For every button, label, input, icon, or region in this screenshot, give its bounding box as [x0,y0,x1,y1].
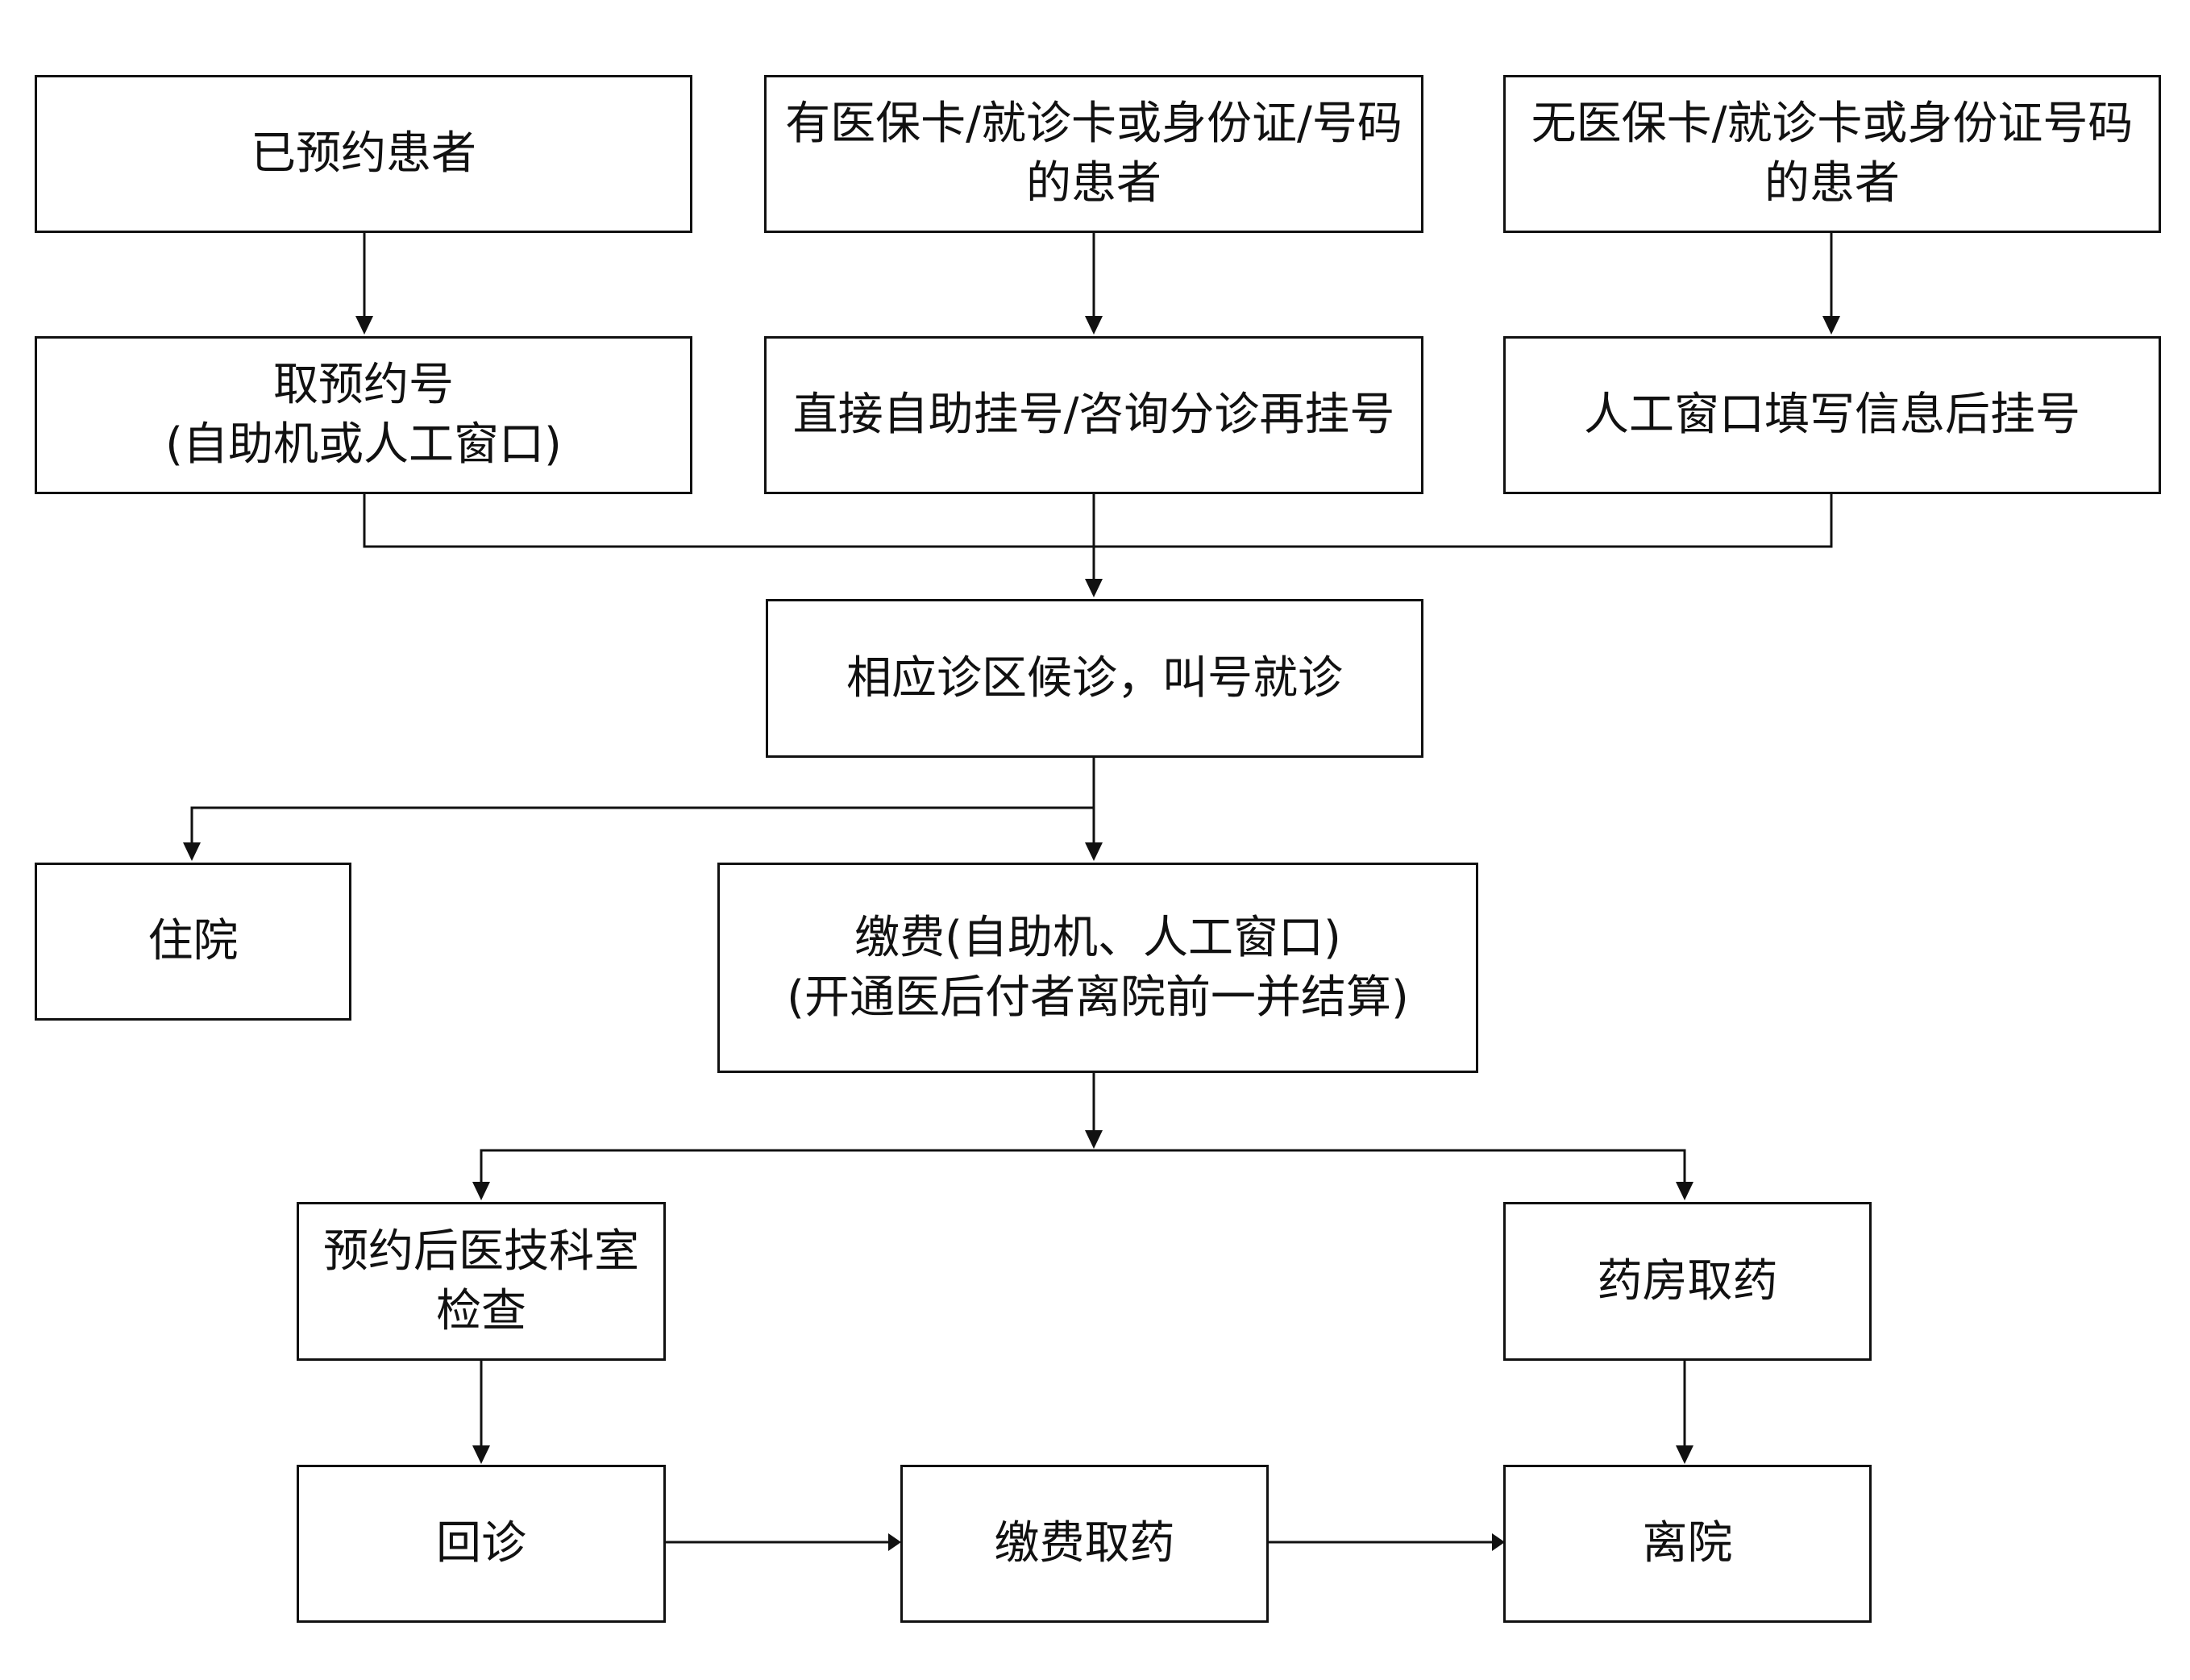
node-revisit: 回诊 [297,1465,666,1623]
node-leave-hospital: 离院 [1503,1465,1872,1623]
arrowhead [1085,842,1103,861]
arrowhead [1492,1533,1505,1551]
arrowhead [183,842,201,861]
node-pay-get-medicine: 缴费取药 [900,1465,1269,1623]
node-medtech-exam: 预约后医技科室 检查 [297,1202,666,1361]
arrowhead [1085,316,1103,335]
node-wait-consult: 相应诊区候诊，叫号就诊 [766,599,1423,758]
split-line [480,1149,1686,1185]
node-get-booked-number: 取预约号 (自助机或人工窗口) [35,336,692,494]
node-manual-register: 人工窗口填写信息后挂号 [1503,336,2161,494]
node-booked-patient: 已预约患者 [35,75,692,233]
arrowhead [472,1445,490,1464]
node-without-card-patient: 无医保卡/就诊卡或身份证号码 的患者 [1503,75,2161,233]
arrowhead [888,1533,901,1551]
merge-left-line [363,493,1833,548]
arrow-to-hospitalize [190,806,1094,844]
arrowhead [1676,1445,1693,1464]
arrowhead [1085,579,1103,597]
arrowhead [1085,1130,1103,1149]
node-hospitalize: 住院 [35,863,351,1021]
arrowhead [355,316,373,335]
node-with-card-patient: 有医保卡/就诊卡或身份证/号码 的患者 [764,75,1423,233]
arrowhead [1676,1182,1693,1200]
arrowhead [472,1182,490,1200]
node-self-register: 直接自助挂号/咨询分诊再挂号 [764,336,1423,494]
node-payment: 缴费(自助机、人工窗口) (开通医后付者离院前一并结算) [717,863,1478,1073]
node-pharmacy: 药房取药 [1503,1202,1872,1361]
arrowhead [1822,316,1840,335]
